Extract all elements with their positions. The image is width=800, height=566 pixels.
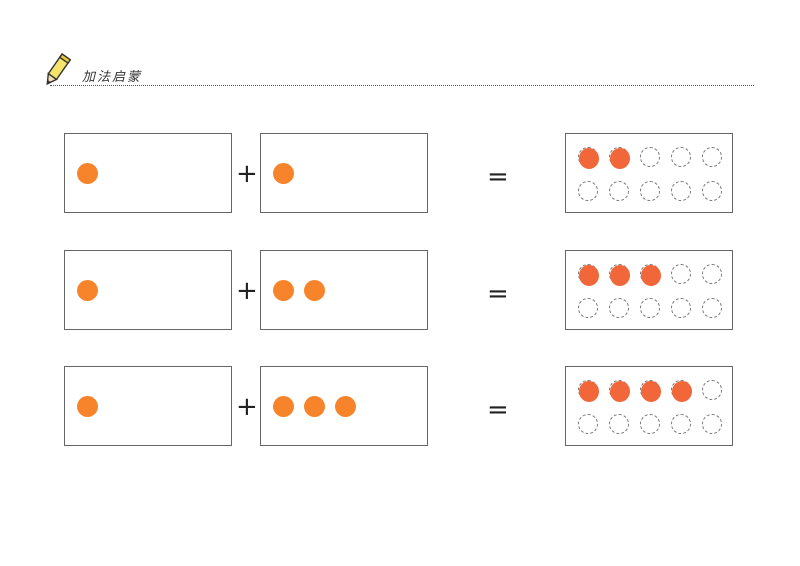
frame-cell-empty[interactable]: [609, 298, 629, 318]
frame-cell-empty[interactable]: [640, 414, 660, 434]
frame-cell-filled[interactable]: [608, 146, 632, 171]
worksheet-title: 加法启蒙: [82, 70, 143, 85]
worksheet-header: 加法启蒙: [40, 52, 756, 92]
frame-cell-empty[interactable]: [702, 181, 722, 201]
frame-cell-empty[interactable]: [702, 147, 722, 167]
frame-cell-empty[interactable]: [578, 298, 598, 318]
frame-cell-filled[interactable]: [639, 264, 663, 287]
counter-dot: [273, 396, 294, 417]
plus-sign: +: [236, 276, 258, 306]
frame-cell-empty[interactable]: [640, 147, 660, 167]
coloured-circle: [608, 379, 632, 404]
addend-box-2: [260, 133, 428, 213]
pencil-icon: [46, 53, 72, 86]
addend-box-1: [64, 366, 232, 446]
frame-cell-empty[interactable]: [578, 181, 598, 201]
frame-cell-empty[interactable]: [671, 181, 691, 201]
addend-box-1: [64, 133, 232, 213]
frame-cell-empty[interactable]: [671, 264, 691, 284]
frame-cell-empty[interactable]: [609, 414, 629, 434]
frame-cell-empty[interactable]: [609, 181, 629, 201]
frame-cell-empty[interactable]: [702, 414, 722, 434]
coloured-circle: [639, 380, 663, 403]
addend-box-2: [260, 250, 428, 330]
ten-frame-answer: [565, 133, 733, 213]
frame-cell-empty[interactable]: [640, 181, 660, 201]
counter-dot: [77, 163, 98, 184]
counter-dot: [273, 280, 294, 301]
coloured-circle: [608, 263, 632, 288]
equals-sign: =: [487, 395, 509, 425]
frame-cell-filled[interactable]: [670, 379, 694, 404]
frame-cell-empty[interactable]: [671, 414, 691, 434]
frame-cell-empty[interactable]: [702, 380, 722, 400]
frame-cell-filled[interactable]: [577, 147, 601, 170]
coloured-circle: [577, 380, 601, 403]
frame-cell-empty[interactable]: [640, 298, 660, 318]
frame-cell-filled[interactable]: [608, 263, 632, 288]
frame-cell-filled[interactable]: [608, 379, 632, 404]
dotted-divider: [50, 85, 754, 86]
frame-cell-filled[interactable]: [577, 264, 601, 287]
coloured-circle: [577, 147, 601, 170]
frame-cell-empty[interactable]: [702, 298, 722, 318]
addend-box-1: [64, 250, 232, 330]
counter-dot: [335, 396, 356, 417]
counter-dot: [77, 396, 98, 417]
coloured-circle: [608, 146, 632, 171]
coloured-circle: [577, 264, 601, 287]
counter-dot: [77, 280, 98, 301]
plus-sign: +: [236, 392, 258, 422]
ten-frame-answer: [565, 366, 733, 446]
plus-sign: +: [236, 159, 258, 189]
addend-box-2: [260, 366, 428, 446]
frame-cell-empty[interactable]: [671, 298, 691, 318]
counter-dot: [273, 163, 294, 184]
frame-cell-empty[interactable]: [702, 264, 722, 284]
equals-sign: =: [487, 279, 509, 309]
coloured-circle: [639, 264, 663, 287]
frame-cell-empty[interactable]: [671, 147, 691, 167]
frame-cell-empty[interactable]: [578, 414, 598, 434]
counter-dot: [304, 396, 325, 417]
equals-sign: =: [487, 162, 509, 192]
frame-cell-filled[interactable]: [639, 380, 663, 403]
frame-cell-filled[interactable]: [577, 380, 601, 403]
coloured-circle: [670, 379, 694, 404]
counter-dot: [304, 280, 325, 301]
ten-frame-answer: [565, 250, 733, 330]
